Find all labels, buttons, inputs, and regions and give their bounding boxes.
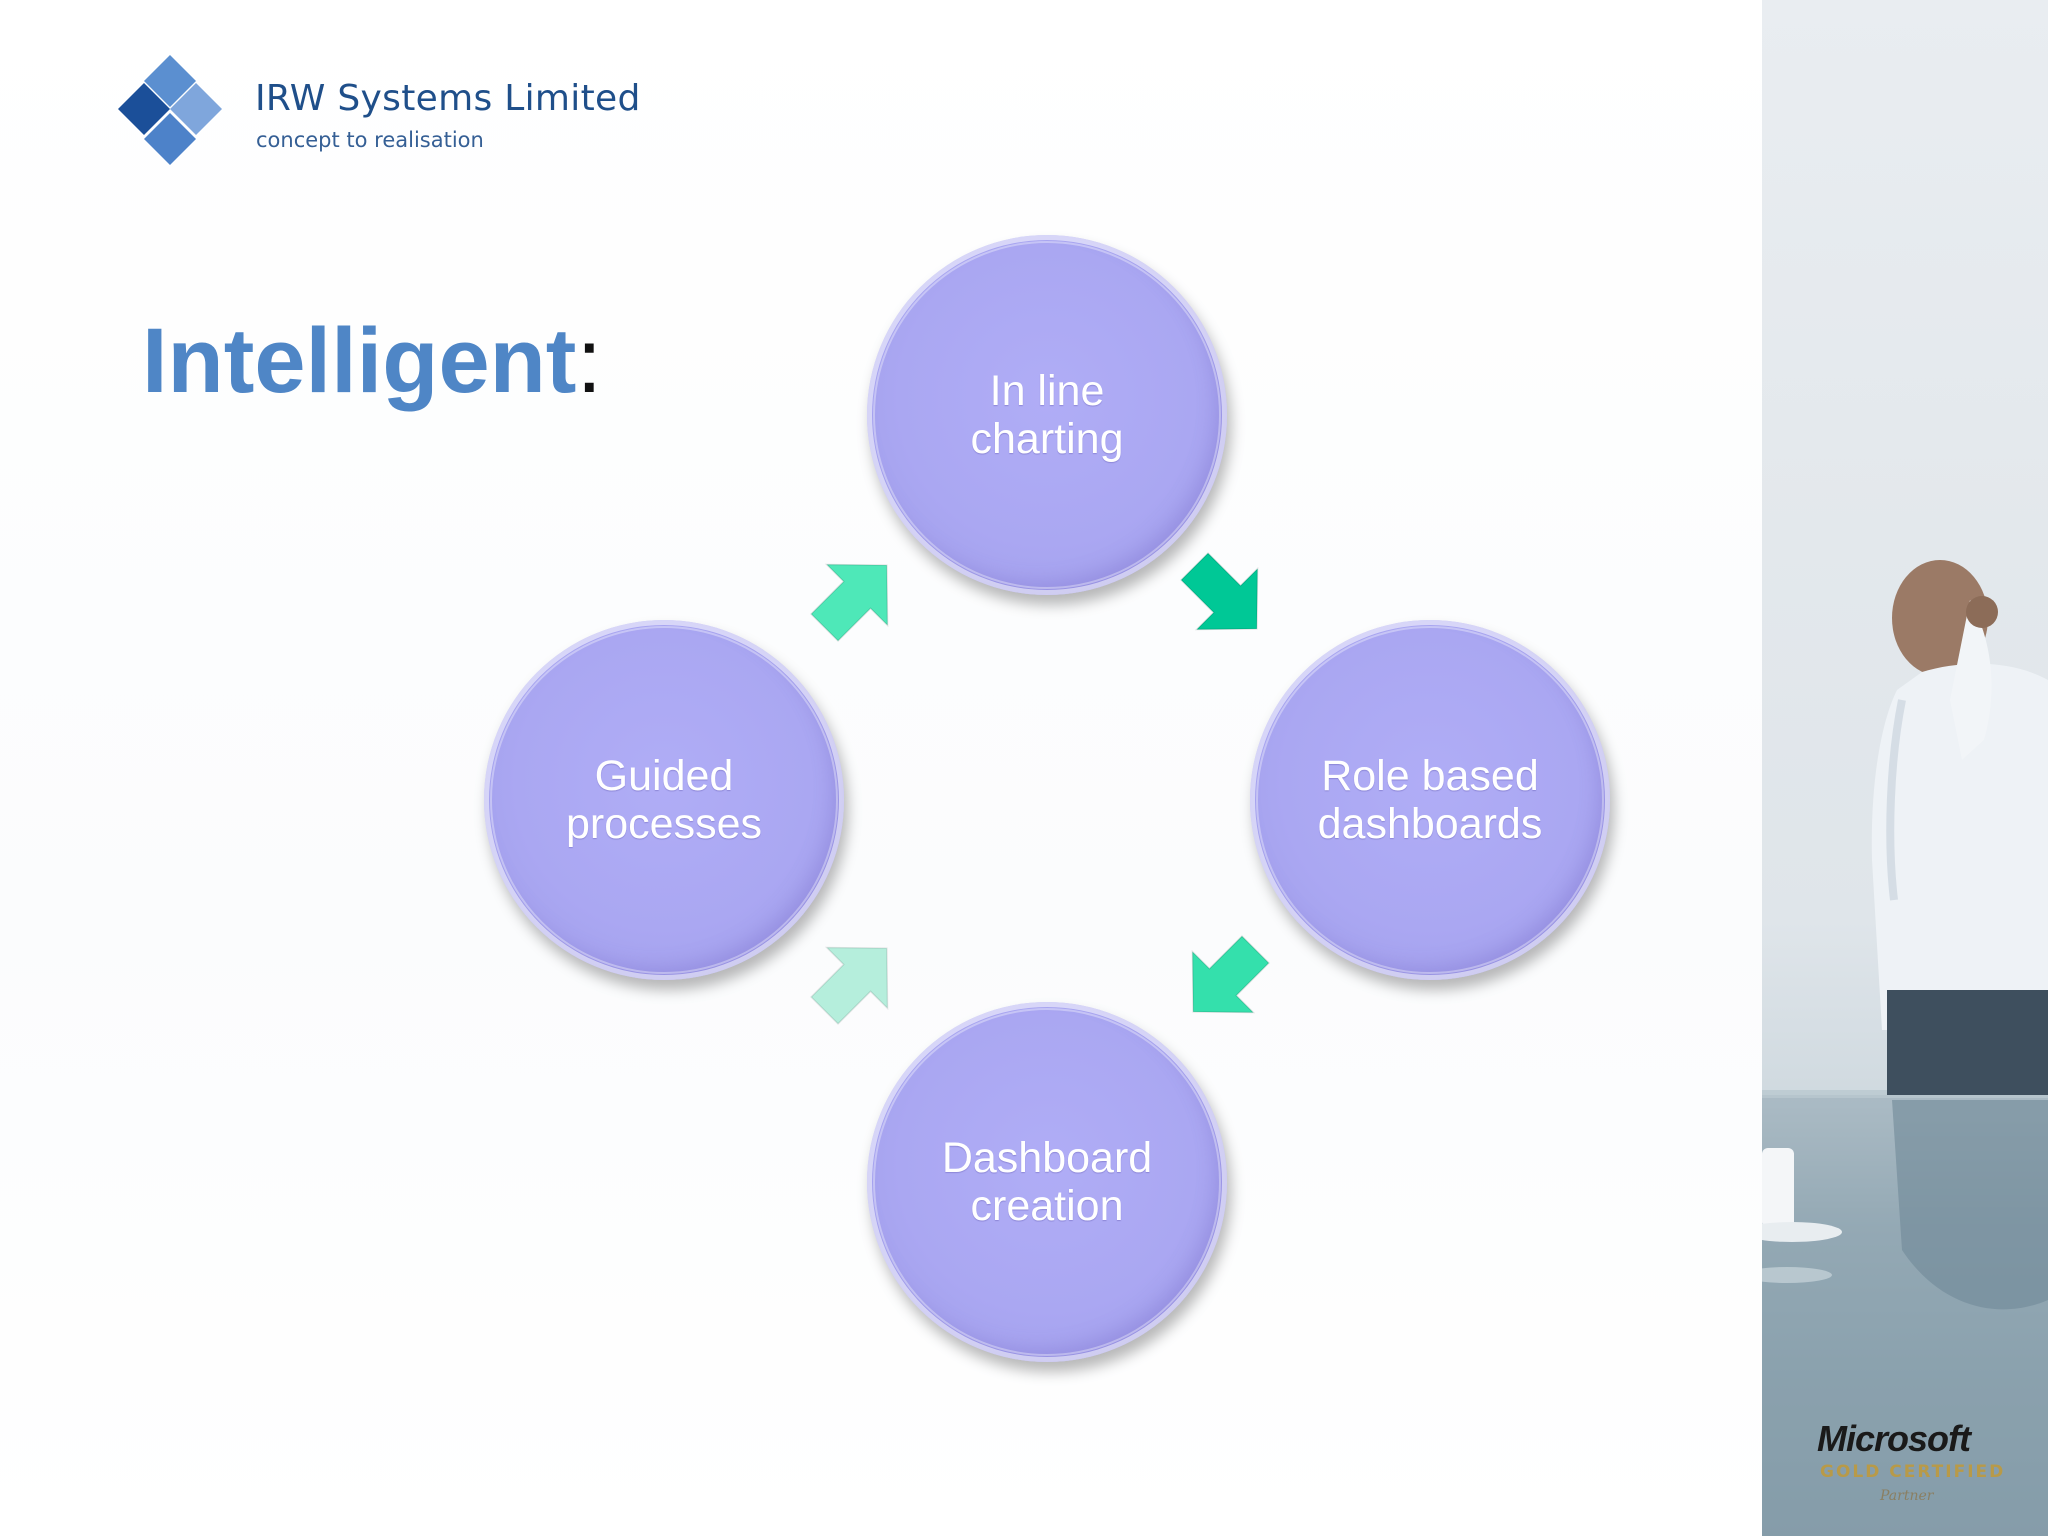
brand-name: IRW Systems Limited [255,78,641,119]
node-dashboard-creation: Dashboard creation [867,1002,1227,1362]
cycle-diagram: In line charting Role based dashboards D… [470,220,1630,1380]
brand-tagline: concept to realisation [256,128,484,152]
node-label: Guided processes [524,752,804,848]
arrow-down-left-icon [1170,925,1280,1035]
node-label-line: Dashboard [941,1134,1153,1182]
arrow-shape [1191,935,1270,1014]
node-role-based-dashboards: Role based dashboards [1250,620,1610,980]
node-label: In line charting [907,367,1187,463]
node-label-line: creation [970,1182,1124,1230]
photo-illustration [1762,560,2048,1536]
arrow-up-right-icon [800,542,910,652]
arrow-shape [810,563,889,642]
node-label-line: In line [989,367,1105,415]
node-guided-processes: Guided processes [484,620,844,980]
microsoft-logo-text: Microsoft [1817,1418,1971,1459]
node-label: Dashboard creation [907,1134,1187,1230]
arrow-shape [810,946,889,1025]
node-label-line: charting [970,415,1124,463]
page-title: Intelligent: [142,315,602,407]
node-label-line: dashboards [1317,800,1543,848]
business-photo: Microsoft GOLD CERTIFIED Partner [1762,0,2048,1536]
node-label: Role based dashboards [1290,752,1570,848]
gold-certified-text: GOLD CERTIFIED [1820,1462,2006,1482]
arrow-up-right-from-bottom-icon [800,925,910,1035]
node-in-line-charting: In line charting [867,235,1227,595]
page-title-colon: : [576,310,603,412]
arrow-shape [1180,552,1259,631]
node-label-line: processes [566,800,762,848]
node-label-line: Role based [1321,752,1539,800]
arrow-down-right-icon [1170,542,1280,652]
partner-text: Partner [1880,1488,1934,1504]
node-label-line: Guided [594,752,734,800]
page-title-text: Intelligent [142,310,577,412]
company-logo-icon [110,55,230,167]
